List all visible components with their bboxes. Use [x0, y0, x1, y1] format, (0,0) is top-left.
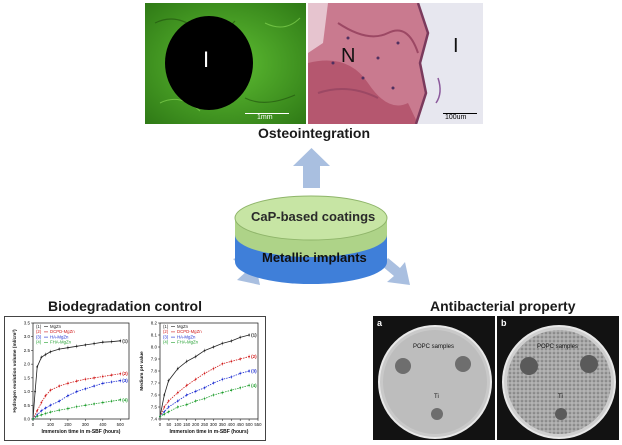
antibac-title: Antibacterial property: [430, 298, 576, 314]
x-tick-label: 350: [219, 422, 227, 427]
y-tick-label: 7.4: [151, 417, 158, 422]
plot-frame: [32, 322, 130, 420]
samples-label: POPC samples: [413, 344, 455, 350]
series-end-label: (4): [122, 397, 128, 402]
series-end-label: (3): [251, 369, 257, 374]
x-tick-label: 50: [167, 422, 172, 427]
scale-label: 1mm: [257, 114, 273, 121]
y-tick-label: 0.0: [24, 417, 31, 422]
y-axis-label: Hydrogen evolution volume (ml/cm²): [12, 329, 18, 413]
legend-num: (2): [36, 329, 42, 334]
series-line: [159, 334, 250, 417]
x-tick-label: 500: [117, 422, 125, 427]
osteo-title: Osteointegration: [258, 125, 371, 141]
x-tick-label: 450: [237, 422, 245, 427]
panel-letter: a: [377, 318, 383, 328]
fluorescence-image: I 1mm: [145, 3, 306, 124]
antibac-panel-a: a POPC samples Ti: [373, 316, 495, 440]
legend-name: DCPD-MgZn: [50, 329, 75, 334]
arrow-down-right: [382, 258, 410, 285]
y-tick-label: 3.0: [24, 334, 31, 339]
scale-label: 100um: [445, 114, 467, 121]
series-end-label: (2): [251, 354, 257, 359]
y-tick-label: 7.7: [151, 381, 158, 386]
y-tick-label: 8.1: [151, 333, 158, 338]
y-tick-label: 2.5: [24, 348, 31, 353]
x-tick-label: 500: [246, 422, 254, 427]
scale-bar: [245, 113, 289, 114]
legend-num: (4): [36, 340, 42, 345]
legend-num: (1): [36, 324, 42, 329]
legend-num: (1): [163, 324, 169, 329]
y-tick-label: 7.9: [151, 357, 158, 362]
x-tick-label: 150: [183, 422, 191, 427]
series-end-label: (1): [122, 338, 128, 343]
ti-label: Ti: [434, 394, 439, 400]
y-axis-label: Medium pH value: [139, 351, 145, 391]
y-tick-label: 2.0: [24, 362, 31, 367]
panel-letter: b: [501, 318, 507, 328]
implant-label-fluor: I: [203, 47, 210, 72]
y-tick-label: 7.8: [151, 369, 158, 374]
y-tick-label: 3.5: [24, 321, 31, 326]
new-bone-label: N: [341, 45, 356, 67]
y-tick-label: 7.6: [151, 393, 158, 398]
scale-bar: [443, 113, 477, 114]
y-tick-label: 8.2: [151, 321, 158, 326]
x-axis-label: Immersion time in m-SBF (hours): [42, 429, 121, 435]
x-tick-label: 400: [228, 422, 236, 427]
legend-num: (3): [163, 334, 169, 339]
series-end-label: (1): [251, 333, 257, 338]
series-line: [32, 340, 121, 420]
arrow-up: [293, 148, 330, 188]
histology-image: N I 100um: [308, 3, 483, 124]
x-tick-label: 0: [159, 422, 162, 427]
x-tick-label: 300: [82, 422, 90, 427]
series-end-label: (4): [251, 383, 257, 388]
x-tick-label: 550: [254, 422, 262, 427]
legend-name: FHA-MgZn: [50, 340, 72, 345]
legend-name: DCPD-MgZn: [177, 329, 202, 334]
series-end-label: (3): [122, 378, 128, 383]
legend-name: HA-MgZn: [177, 334, 196, 339]
y-tick-label: 1.5: [24, 375, 31, 380]
legend-num: (2): [163, 329, 169, 334]
ti-label: Ti: [558, 394, 563, 400]
implant-label-histo: I: [453, 35, 459, 57]
legend-num: (4): [163, 340, 169, 345]
coating-label: CaP-based coatings: [251, 209, 376, 224]
implant-label: Metallic implants: [262, 250, 367, 265]
legend-name: FHA-MgZn: [177, 340, 199, 345]
implant-disc: [234, 195, 388, 284]
y-tick-label: 0.5: [24, 403, 31, 408]
samples-label: POPC samples: [537, 344, 579, 350]
antibac-panel-b: b POPC samples Ti: [497, 316, 619, 440]
legend-name: HA-MgZn: [50, 334, 69, 339]
x-tick-label: 250: [201, 422, 209, 427]
x-tick-label: 0: [32, 422, 35, 427]
legend-num: (3): [36, 334, 42, 339]
biodeg-title: Biodegradation control: [48, 298, 202, 314]
y-tick-label: 8.0: [151, 345, 158, 350]
legend-name: MgZn: [177, 324, 189, 329]
series-line: [159, 356, 250, 417]
series-line: [159, 385, 250, 417]
x-tick-label: 300: [210, 422, 218, 427]
y-tick-label: 1.0: [24, 389, 31, 394]
x-tick-label: 200: [192, 422, 200, 427]
series-line: [32, 399, 121, 420]
x-axis-label: Immersion time in m-SBF (hours): [170, 429, 249, 435]
x-tick-label: 200: [64, 422, 72, 427]
x-tick-label: 100: [174, 422, 182, 427]
x-tick-label: 400: [99, 422, 107, 427]
series-end-label: (2): [122, 371, 128, 376]
y-tick-label: 7.5: [151, 405, 158, 410]
x-tick-label: 100: [47, 422, 55, 427]
legend-name: MgZn: [50, 324, 62, 329]
